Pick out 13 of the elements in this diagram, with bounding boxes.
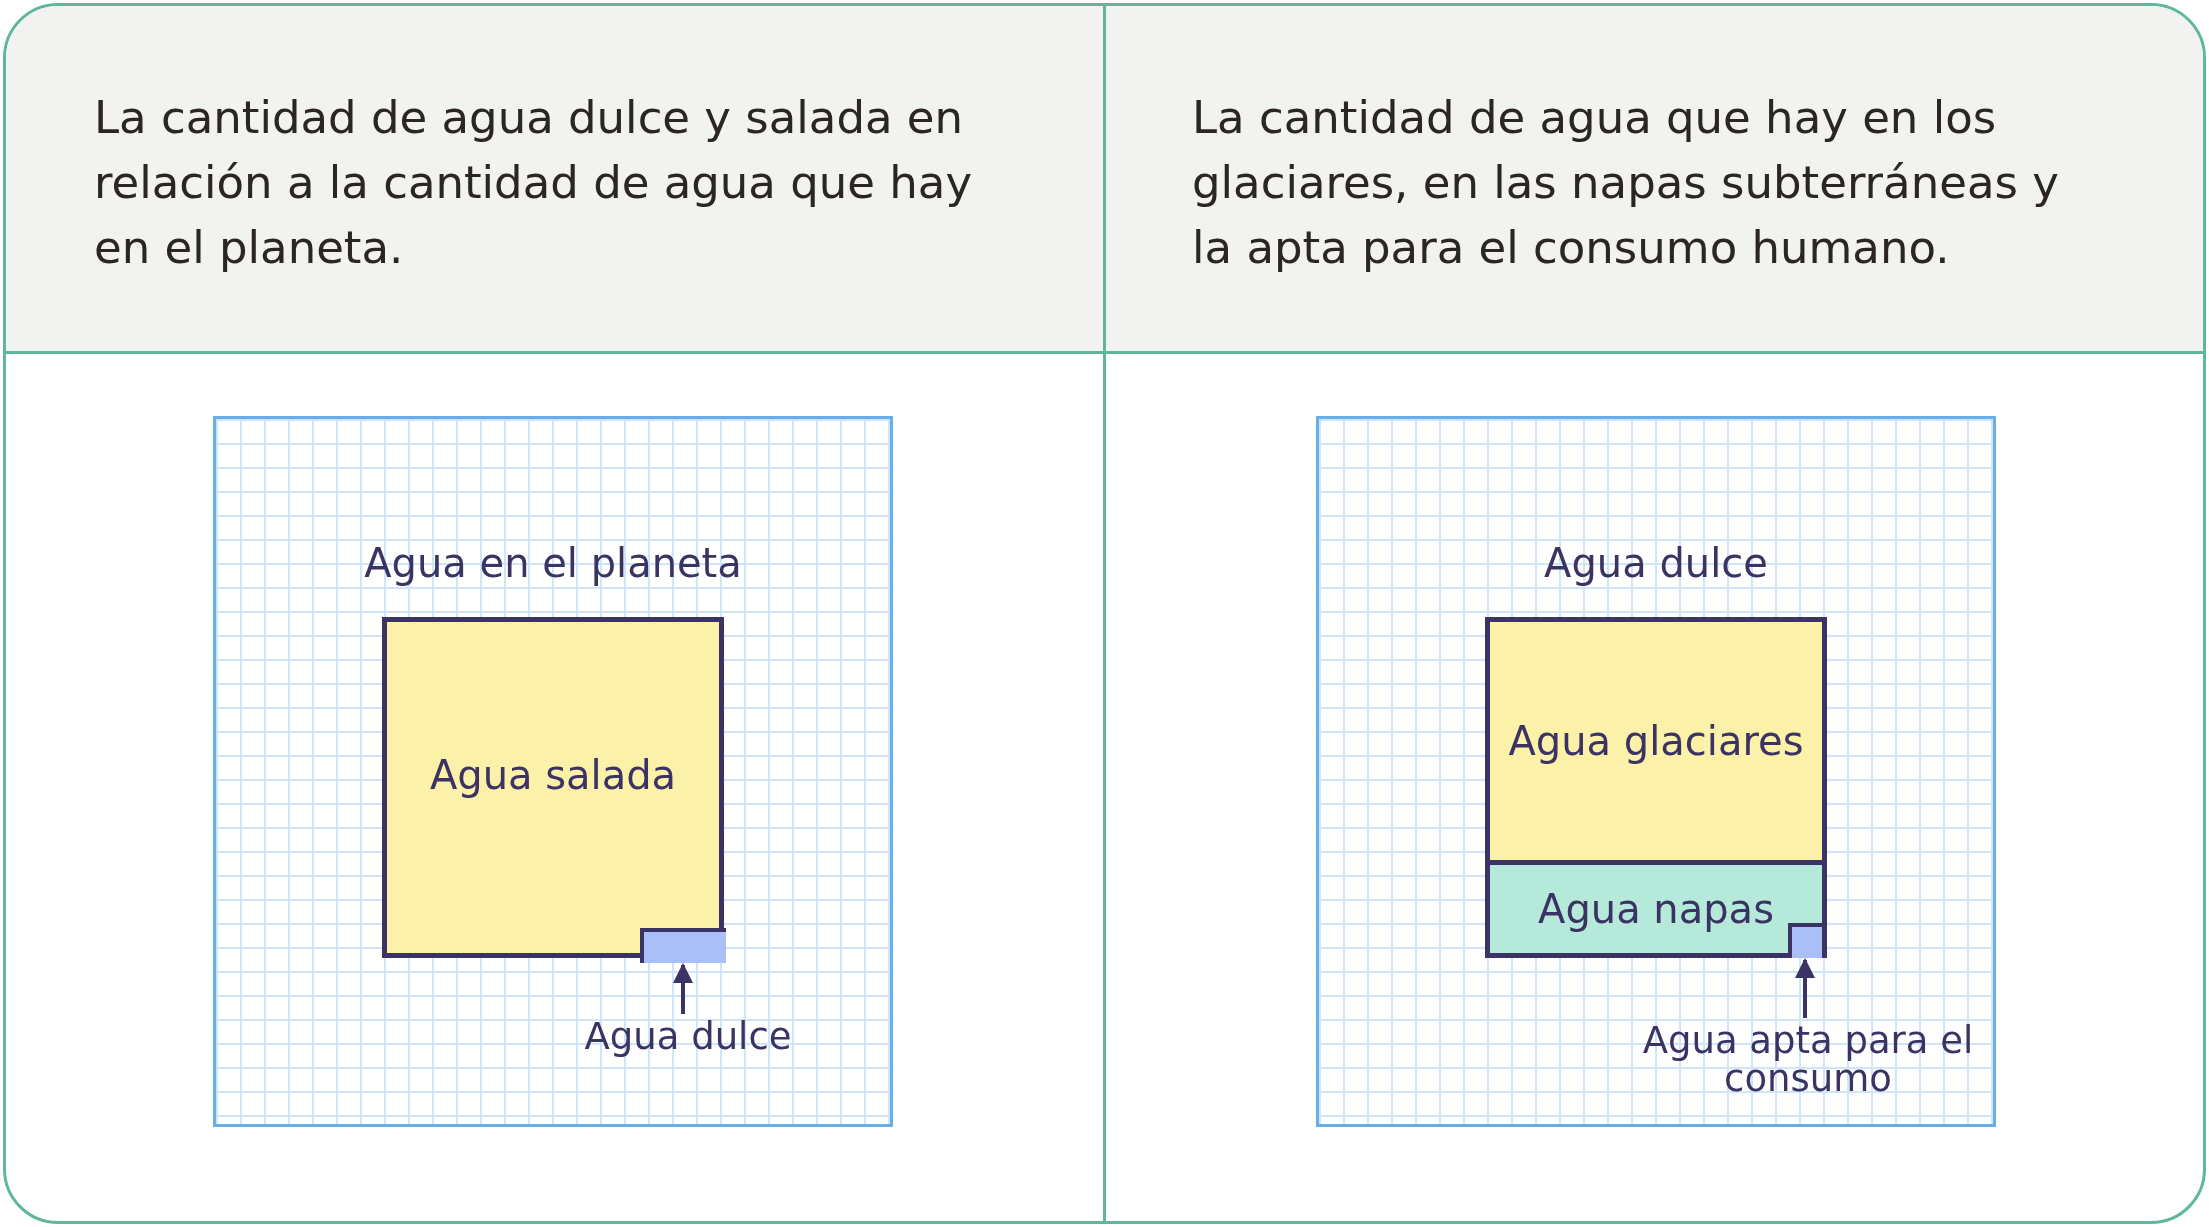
callout-text: Agua apta para el consumo <box>1633 1022 1983 1098</box>
small-square <box>640 928 726 963</box>
box-label: Agua salada <box>428 752 678 798</box>
arrow <box>1795 958 1815 1018</box>
heading-text: Agua en el planeta <box>363 540 743 586</box>
arrow <box>673 963 693 1014</box>
section-label: Agua napas <box>1538 886 1774 932</box>
small-square <box>1788 923 1822 958</box>
heading-text: Agua dulce <box>1543 540 1769 586</box>
header-text: La cantidad de agua dulce y salada en relación a la cantidad de agua que hay en el planeta. <box>94 90 974 276</box>
section-label: Agua glaciares <box>1508 718 1804 764</box>
header-text: La cantidad de agua que hay en los glaciares, en las napas subterráneas y la apta para el consumo humano. <box>1192 90 2060 276</box>
callout-text: Agua dulce <box>568 1018 808 1056</box>
